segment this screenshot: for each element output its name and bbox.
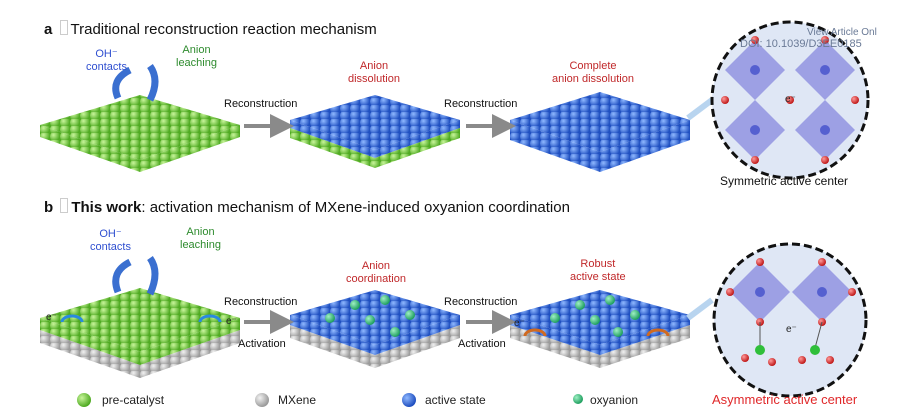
legend-label-pre-catalyst: pre-catalyst [102, 393, 165, 407]
symmetric-center-label: Symmetric active center [720, 174, 849, 188]
step-label-b2-top: Reconstruction [444, 296, 518, 308]
symmetric-center-illustration [710, 20, 870, 180]
panel-b-title: : activation mechanism of MXene-induced … [141, 199, 570, 216]
electron-label-a: e⁻ [785, 94, 796, 105]
watermark-view-article[interactable]: View Article Onl [807, 27, 877, 38]
legend-swatch-active-state [402, 393, 416, 407]
electron-label-b4: e⁻ [786, 324, 797, 335]
step-label-a1: Reconstruction [224, 98, 298, 110]
slab-precatalyst-a [40, 95, 240, 172]
zoom-arrow-b [686, 297, 714, 321]
cycle-icon [523, 328, 547, 337]
oh-arrow-icon-b [112, 258, 132, 294]
panel-letter-b: b [44, 199, 54, 216]
leaching-arrow-icon-b [146, 255, 159, 296]
step-label-b2-bottom: Activation [458, 338, 506, 350]
anion-leaching-label-a: Anion leaching [176, 44, 217, 69]
asymmetric-center-illustration [712, 242, 868, 398]
slab-partial-a [290, 95, 460, 168]
panel-a-title: Traditional reconstruction reaction mech… [70, 21, 377, 38]
step-label-b1-top: Reconstruction [224, 296, 298, 308]
step-label-a2: Reconstruction [444, 98, 518, 110]
electron-label-b2: e⁻ [226, 316, 237, 327]
oh-contacts-label-a: OH⁻ contacts [86, 48, 127, 73]
legend-label-active-state: active state [425, 393, 486, 407]
step-label-b1-bottom: Activation [238, 338, 286, 350]
anion-leaching-label-b: Anion leaching [180, 226, 221, 251]
robust-active-state-label: Robust active state [570, 258, 626, 283]
panel-a-heading: a Traditional reconstruction reaction me… [44, 20, 377, 38]
cycle-icon [60, 314, 84, 323]
slab-coordination-b [290, 290, 460, 368]
slab-precatalyst-b [40, 288, 240, 378]
complete-dissolution-label: Complete anion dissolution [552, 60, 634, 85]
anion-coordination-label: Anion coordination [346, 260, 406, 285]
electron-label-b1: e⁻ [46, 312, 57, 323]
oxyanions-b [325, 295, 640, 337]
cycle-icon [198, 314, 222, 323]
oh-contacts-label-b: OH⁻ contacts [90, 228, 131, 253]
watermark-doi[interactable]: DOI: 10.1039/D3EE0185 [740, 38, 862, 50]
panel-b-title-bold: This work [71, 199, 142, 216]
legend-swatch-pre-catalyst [77, 393, 91, 407]
legend-swatch-oxyanion [573, 394, 583, 404]
slab-active-a [510, 92, 690, 172]
zoom-arrow-a [686, 97, 714, 121]
asymmetric-center-label: Asymmetric active center [712, 392, 858, 407]
leaching-arrow-icon-a [146, 63, 159, 102]
placeholder-box-icon [60, 198, 69, 213]
oh-arrow-icon-a [112, 66, 132, 100]
electron-label-b3: e⁻ [514, 318, 525, 329]
legend-swatch-mxene [255, 393, 269, 407]
legend-label-mxene: MXene [278, 393, 317, 407]
placeholder-box-icon [59, 20, 68, 35]
panel-letter-a: a [44, 21, 53, 38]
cycle-icon [646, 328, 670, 337]
panel-b-heading: b This work: activation mechanism of MXe… [44, 198, 570, 216]
anion-dissolution-label: Anion dissolution [348, 60, 400, 85]
legend-label-oxyanion: oxyanion [590, 393, 639, 407]
